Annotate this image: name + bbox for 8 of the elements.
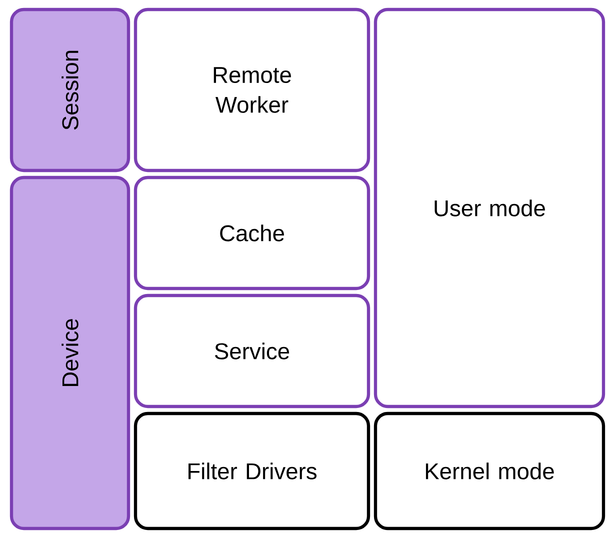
side-band: Device (10, 176, 130, 530)
side-band: Session (10, 8, 130, 172)
layer-box: Cache (134, 176, 370, 290)
layer-box: Service (134, 294, 370, 408)
layer-box: Remote Worker (134, 8, 370, 172)
layer-box: Filter Drivers (134, 412, 370, 530)
layer-box: User mode (374, 8, 606, 408)
layer-box: Kernel mode (374, 412, 606, 530)
